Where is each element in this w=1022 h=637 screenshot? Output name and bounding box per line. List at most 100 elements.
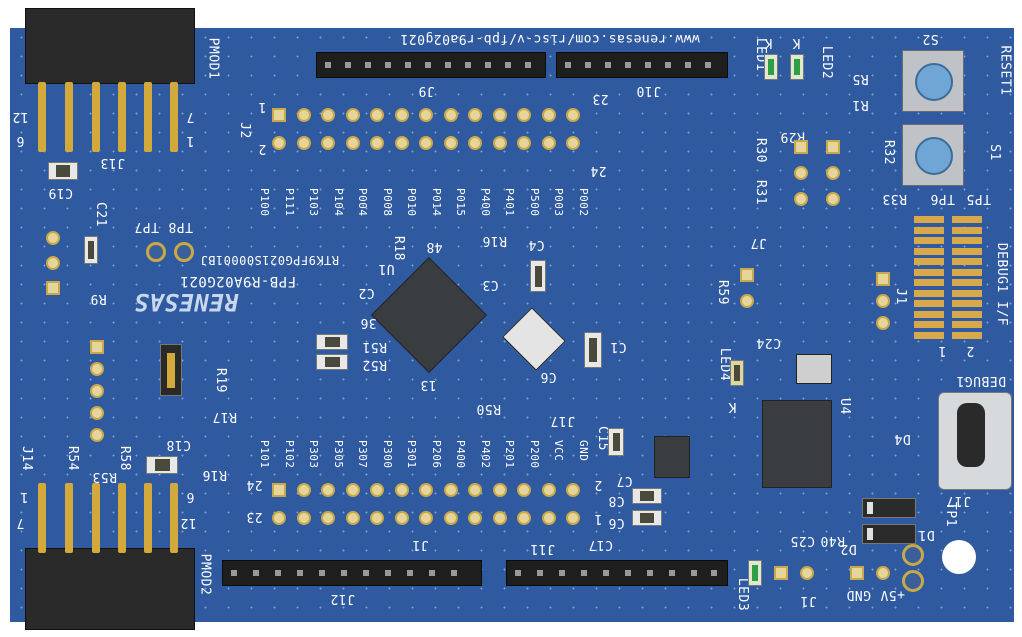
debug-pad: [952, 279, 982, 286]
jumper-j19: [160, 344, 182, 396]
signal-label: P103: [307, 188, 320, 217]
pmod1-pin: [38, 82, 46, 152]
debug-pad: [914, 268, 944, 276]
label-tp8: TP8: [168, 219, 193, 234]
label-debug: DEBUG1: [956, 373, 1006, 388]
jumper-pad: [794, 140, 808, 154]
capacitor-c4: [530, 260, 546, 292]
j3-pad: [90, 340, 104, 354]
label-k-led4: K: [728, 399, 737, 414]
label-r16-mid: R16: [482, 233, 507, 248]
label-j11: J11: [530, 541, 555, 556]
header-j2-row-bottom: [272, 136, 592, 154]
label-j9: J9: [418, 83, 435, 98]
header-pin: [345, 136, 360, 150]
header-j12: [222, 560, 482, 586]
label-c1: C1: [610, 339, 627, 354]
label-j7: J7: [750, 235, 767, 250]
label-r53: R53: [92, 469, 117, 484]
label-j14: J14: [18, 446, 34, 471]
j18-pad: [800, 566, 814, 580]
label-r5: R5: [852, 71, 869, 86]
header-pin: [321, 108, 335, 122]
header-pin: [566, 108, 580, 122]
ic-u4: [762, 400, 832, 488]
header-pin: [296, 108, 311, 122]
signal-label: P102: [282, 440, 296, 469]
header-pin: [321, 136, 335, 150]
header-pin: [296, 511, 311, 525]
debug-pad: [914, 237, 944, 244]
header-pin: [468, 136, 482, 150]
led-2: [790, 54, 804, 80]
pmod2-pin: [118, 483, 126, 553]
resistor-r52: [316, 354, 348, 370]
mounting-hole: [942, 540, 976, 574]
header-pin: [345, 511, 360, 525]
header-pin: [394, 483, 409, 497]
label-d2: D2: [840, 541, 857, 556]
label-pin13: 13: [420, 377, 437, 392]
pmod2-pin: [38, 483, 46, 553]
signal-label: P200: [527, 440, 541, 469]
header-pin: [321, 511, 335, 525]
label-debug-if: DEBUG1 I/F: [994, 242, 1010, 327]
signal-label: GND: [576, 440, 590, 462]
label-j18: J1: [800, 593, 817, 608]
header-pin: [468, 108, 482, 122]
header-pin: [443, 108, 458, 122]
label-r16: R16: [202, 467, 227, 482]
j7-pad-mid: [740, 294, 754, 308]
j3-pad: [90, 428, 104, 442]
header-pin: [468, 511, 482, 525]
j1-debug-pad: [876, 294, 890, 308]
header-pin: [370, 136, 384, 150]
signal-label: P104: [331, 188, 345, 217]
debug-pad: [914, 258, 944, 265]
debug-pad: [952, 321, 982, 328]
pmod1-pin: [118, 82, 126, 152]
header-pin: [419, 108, 433, 122]
label-pin1-pmod2: 1: [20, 489, 29, 504]
label-r52: R52: [362, 357, 387, 372]
debug-pad: [952, 300, 982, 307]
label-pin12: 12: [12, 109, 29, 124]
reset-button[interactable]: [902, 50, 964, 112]
signal-label: P201: [503, 440, 516, 469]
debug-pad: [952, 310, 982, 318]
signal-label: VCC: [552, 440, 565, 462]
reset-button-cap[interactable]: [915, 63, 953, 101]
crystal-x1: [502, 307, 566, 371]
ic-u3: [654, 436, 690, 478]
led-4: [730, 360, 744, 386]
header-pin: [443, 483, 458, 497]
label-s2: S2: [922, 31, 939, 46]
label-d4: D4: [894, 431, 911, 446]
label-pin48: 48: [426, 239, 443, 254]
test-point-5v: [902, 570, 924, 592]
j1-debug-pad: [876, 316, 890, 330]
label-k-led2: K: [792, 35, 801, 50]
label-s1: S1: [986, 144, 1002, 161]
header-pin: [370, 108, 384, 122]
usb-c-slot[interactable]: [957, 403, 985, 467]
usb-c-debug-port[interactable]: [938, 392, 1012, 490]
header-pin: [370, 511, 384, 525]
header-pin: [394, 108, 409, 122]
label-pmod2: PMOD2: [197, 553, 213, 596]
s1-button-cap[interactable]: [915, 137, 953, 175]
label-u1: U1: [378, 261, 395, 276]
label-r58: R58: [116, 446, 132, 471]
s1-button[interactable]: [902, 124, 964, 186]
signal-label: P002: [576, 188, 590, 217]
label-j1-debug: J1: [892, 288, 908, 305]
j3-pad: [90, 384, 104, 398]
ic-regulator: [796, 354, 832, 384]
signal-label: P500: [527, 188, 541, 217]
header-pin: [492, 108, 507, 122]
label-pin36: 36: [360, 315, 377, 330]
label-tp5: TP5: [966, 191, 991, 206]
label-5v: +5V: [880, 587, 905, 602]
